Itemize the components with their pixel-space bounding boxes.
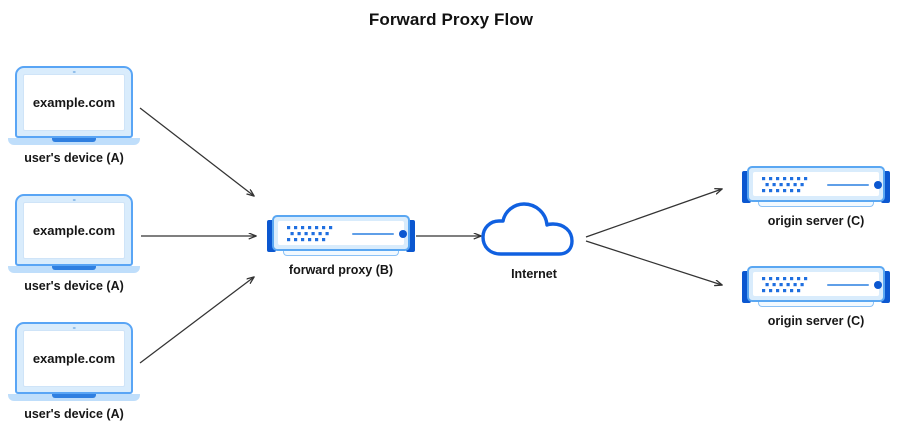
- status-line: [352, 233, 394, 235]
- server-face: [278, 221, 407, 245]
- trackpad-notch: [52, 266, 96, 270]
- server-cap-left: [267, 220, 276, 252]
- client-device-2-label: user's device (A): [24, 279, 124, 293]
- server-shell: [747, 266, 885, 302]
- server-icon: [267, 215, 415, 257]
- laptop-screen: example.com: [23, 74, 125, 131]
- server-shell: [272, 215, 410, 251]
- status-led-icon: [874, 281, 882, 289]
- server-cap-left: [742, 271, 751, 303]
- browser-url-text: example.com: [32, 223, 116, 238]
- status-line: [827, 284, 869, 286]
- client-device-1[interactable]: example.com user's device (A): [8, 66, 140, 165]
- laptop-base: [8, 138, 140, 145]
- server-icon: [742, 166, 890, 208]
- trackpad-notch: [52, 138, 96, 142]
- server-shell: [747, 166, 885, 202]
- client-device-1-label: user's device (A): [24, 151, 124, 165]
- forward-proxy-label: forward proxy (B): [288, 263, 394, 277]
- server-face: [753, 172, 882, 196]
- internet-label: Internet: [511, 267, 557, 281]
- trackpad-notch: [52, 394, 96, 398]
- status-led-icon: [399, 230, 407, 238]
- vent-dots-icon: [762, 277, 808, 293]
- arrow-internet-to-origin2: [585, 240, 722, 285]
- laptop-screen: example.com: [23, 330, 125, 387]
- arrow-client3-to-proxy: [139, 277, 254, 364]
- server-foot: [758, 202, 874, 207]
- server-cap-left: [742, 171, 751, 203]
- laptop-screen: example.com: [23, 202, 125, 259]
- client-device-3-label: user's device (A): [24, 407, 124, 421]
- origin-server-1-label: origin server (C): [767, 214, 865, 228]
- arrow-internet-to-origin1: [585, 189, 722, 238]
- laptop-lid: example.com: [15, 194, 133, 266]
- laptop-lid: example.com: [15, 322, 133, 394]
- server-cap-right: [406, 220, 415, 252]
- camera-icon: [72, 198, 76, 201]
- server-face: [753, 272, 882, 296]
- server-cap-right: [881, 171, 890, 203]
- cloud-icon: [481, 202, 574, 256]
- server-icon: [742, 266, 890, 308]
- arrow-client1-to-proxy: [139, 107, 254, 196]
- server-cap-right: [881, 271, 890, 303]
- client-device-3[interactable]: example.com user's device (A): [8, 322, 140, 421]
- server-foot: [283, 251, 399, 256]
- internet-node[interactable]: Internet: [479, 192, 589, 281]
- camera-icon: [72, 70, 76, 73]
- laptop-lid: example.com: [15, 66, 133, 138]
- status-led-icon: [874, 181, 882, 189]
- browser-url-text: example.com: [32, 351, 116, 366]
- browser-url-text: example.com: [32, 95, 116, 110]
- status-line: [827, 184, 869, 186]
- origin-server-2[interactable]: origin server (C): [742, 266, 890, 328]
- laptop-base: [8, 394, 140, 401]
- camera-icon: [72, 326, 76, 329]
- vent-dots-icon: [287, 226, 333, 242]
- client-device-2[interactable]: example.com user's device (A): [8, 194, 140, 293]
- origin-server-2-label: origin server (C): [767, 314, 865, 328]
- laptop-base: [8, 266, 140, 273]
- origin-server-1[interactable]: origin server (C): [742, 166, 890, 228]
- forward-proxy-node[interactable]: forward proxy (B): [267, 215, 415, 277]
- page-title: Forward Proxy Flow: [368, 10, 534, 29]
- vent-dots-icon: [762, 177, 808, 193]
- server-foot: [758, 302, 874, 307]
